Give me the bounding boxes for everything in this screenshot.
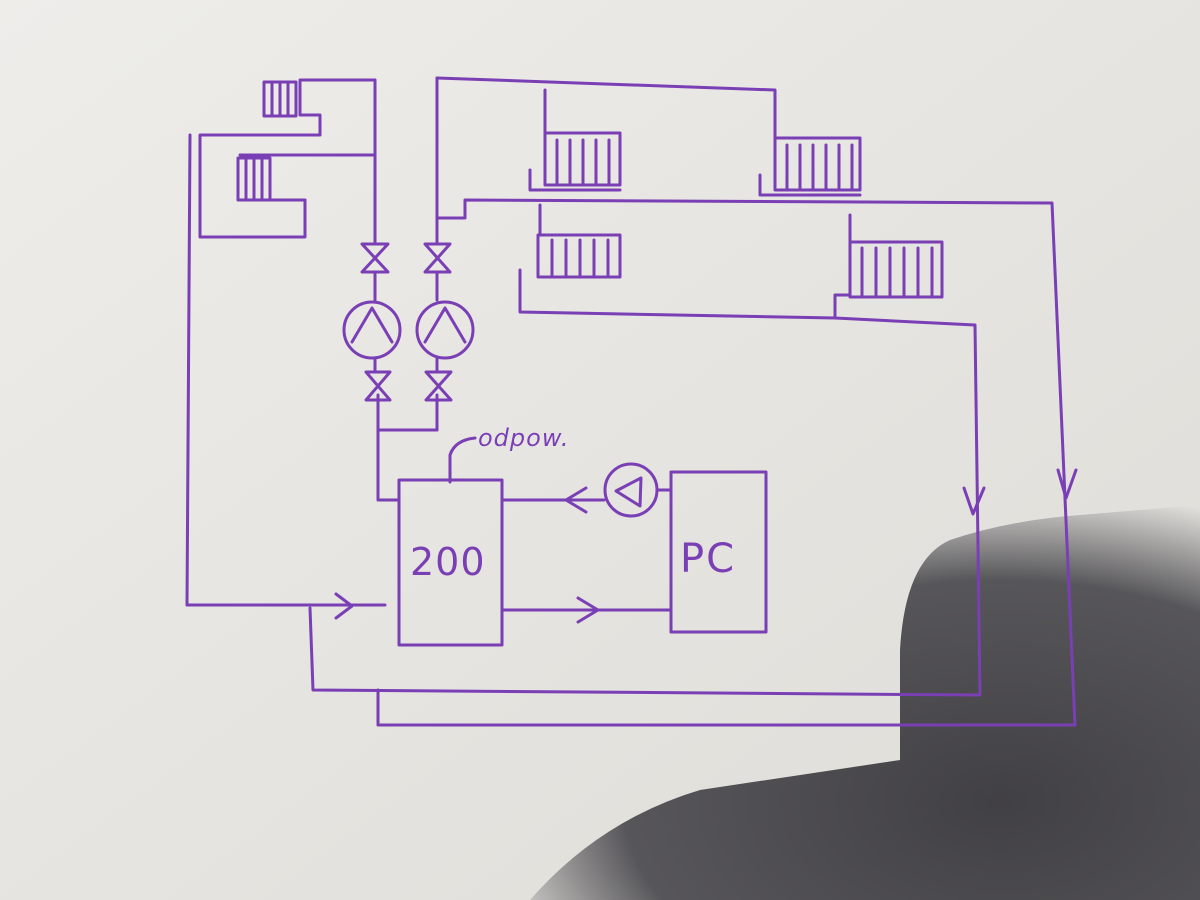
right-lower-feed — [538, 203, 852, 244]
left-loop-top — [198, 78, 377, 239]
buffer-tank-label: 200 — [410, 540, 486, 584]
radiator-r1-return — [528, 168, 622, 192]
hp-supply-arrow — [576, 596, 600, 624]
radiator-l2-fins — [244, 156, 264, 202]
hp-pump-triangle — [614, 476, 643, 508]
hp-return-arrow — [564, 486, 588, 514]
heat-pump-label: PC — [680, 536, 737, 582]
right-lower-return — [308, 268, 982, 697]
radiator-r2-return — [758, 173, 862, 197]
circulation-pump-left-icon — [342, 300, 402, 360]
valve-right-upper-icon — [423, 242, 452, 274]
left-return-arrow — [334, 592, 354, 620]
circulation-pump-right-icon — [415, 300, 475, 360]
radiator-l1-fins — [270, 80, 290, 118]
valve-right-lower-icon — [424, 370, 453, 402]
valve-left-lower-icon — [364, 370, 392, 402]
right-branch — [376, 198, 1077, 727]
radiator-r1-fins — [555, 138, 611, 187]
circuit-left-lower — [376, 393, 401, 502]
vent-pipe — [448, 436, 477, 484]
valve-left-upper-icon — [360, 242, 390, 274]
radiator-r4-fins — [860, 246, 934, 299]
valve-stems-upper — [373, 270, 439, 302]
pump-right-triangle — [423, 306, 467, 344]
radiator-r2-icon — [773, 136, 862, 192]
right-lower-arrow — [962, 486, 986, 516]
hand-shadow — [530, 505, 1200, 900]
radiator-r4-icon — [848, 240, 944, 299]
pump-stems — [373, 356, 439, 372]
radiator-r2-fins — [785, 143, 854, 192]
radiator-r3-fins — [550, 238, 610, 279]
right-branch-arrow — [1056, 468, 1078, 500]
vent-label: odpow. — [478, 424, 570, 452]
pump-left-triangle — [350, 306, 394, 344]
right-network-top — [435, 76, 777, 142]
heat-pump-box — [669, 470, 768, 634]
left-loop-return — [185, 133, 387, 607]
